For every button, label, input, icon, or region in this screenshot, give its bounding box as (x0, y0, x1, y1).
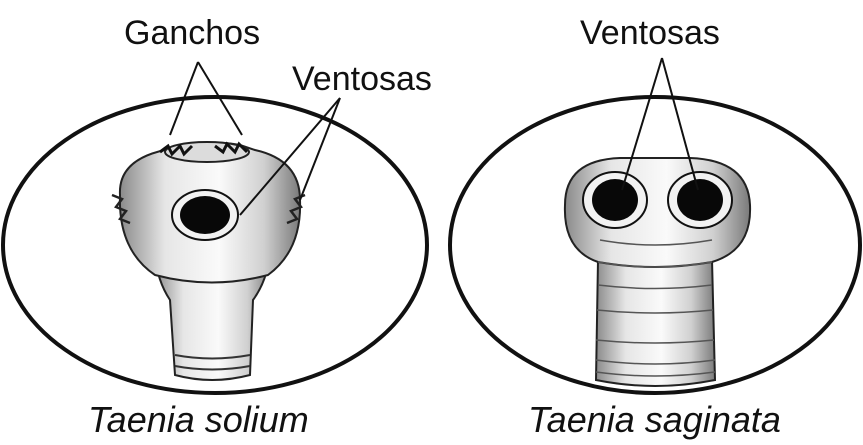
saginata-panel: Ventosas Taenia saginata (450, 14, 860, 440)
solium-sucker (172, 190, 238, 240)
saginata-sucker-left (583, 172, 647, 228)
solium-panel: Ganchos Ventosas Taenia solium (3, 14, 432, 440)
solium-caption: Taenia solium (88, 399, 309, 440)
saginata-label-suckers: Ventosas (580, 14, 720, 52)
solium-label-hooks: Ganchos (124, 14, 260, 52)
solium-label-suckers: Ventosas (292, 60, 432, 98)
saginata-caption: Taenia saginata (528, 399, 781, 440)
saginata-sucker-right (668, 172, 732, 228)
